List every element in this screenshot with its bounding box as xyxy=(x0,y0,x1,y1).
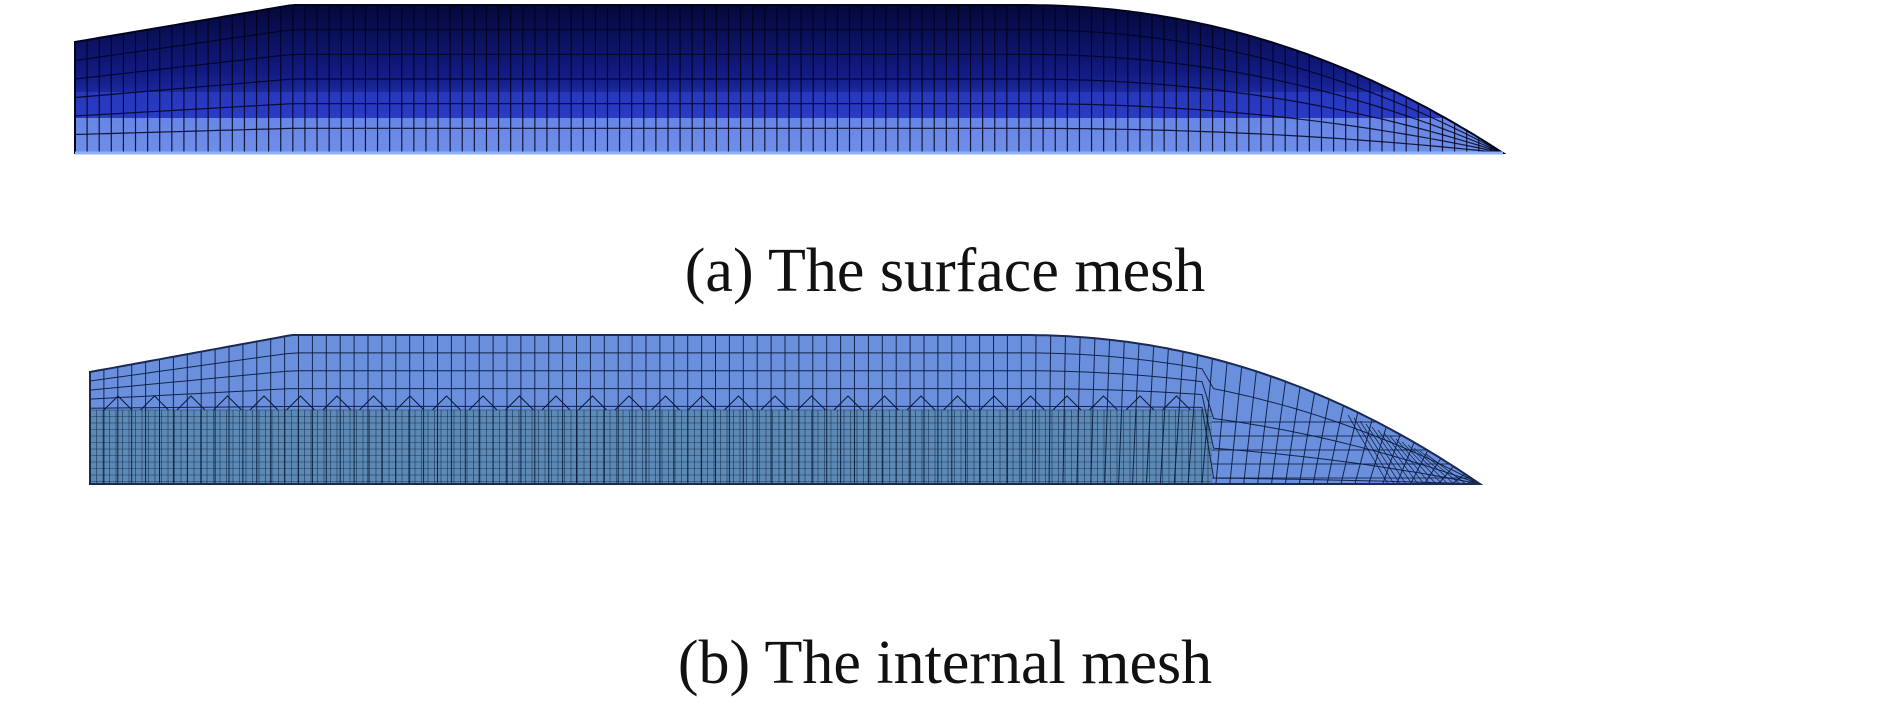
surface-mesh-row-line xyxy=(75,127,1503,153)
internal-mesh-panel xyxy=(89,334,1484,485)
internal-mesh-grid xyxy=(90,335,1480,484)
surface-mesh-row-line xyxy=(75,29,1503,153)
surface-mesh-panel xyxy=(74,4,1507,155)
internal-mesh-column-line xyxy=(1173,347,1184,484)
internal-mesh-transition-element xyxy=(213,395,242,411)
internal-mesh-tip-refinement-line xyxy=(1413,447,1455,484)
internal-mesh-transition-element xyxy=(176,395,206,411)
internal-mesh-transition-element xyxy=(833,395,863,411)
surface-mesh-row-line xyxy=(75,78,1503,153)
internal-mesh-transition-element xyxy=(614,395,644,411)
internal-mesh-tip-refinement-line xyxy=(1401,441,1443,484)
internal-mesh-row-line xyxy=(90,388,1480,484)
internal-mesh-column-line xyxy=(1145,342,1155,484)
internal-mesh-tip-refinement-line xyxy=(1407,444,1449,484)
internal-mesh-transition-element xyxy=(943,395,972,411)
internal-mesh-column-line xyxy=(1326,396,1346,484)
internal-mesh-transition-element xyxy=(468,395,498,411)
internal-mesh-tip-refinement-line xyxy=(1347,414,1389,484)
internal-mesh-row-line xyxy=(90,352,1480,484)
internal-mesh-transition-element xyxy=(906,395,936,411)
internal-mesh-outline xyxy=(89,334,1484,485)
internal-mesh-row-line xyxy=(90,370,1480,484)
internal-mesh-tip-refinement-line xyxy=(1371,426,1413,484)
internal-mesh-transition-element xyxy=(651,395,680,411)
internal-mesh-column-line xyxy=(1048,335,1052,484)
internal-mesh-column-line xyxy=(1159,345,1170,484)
surface-mesh-row-line xyxy=(75,53,1503,153)
internal-mesh-column-line xyxy=(1090,335,1096,484)
internal-mesh-transition-element xyxy=(541,395,571,411)
internal-mesh-transition-element xyxy=(1125,395,1155,411)
internal-mesh-column-line xyxy=(1034,335,1037,484)
internal-mesh-transition-element xyxy=(760,395,790,411)
internal-mesh-tip-refinement-line xyxy=(1365,423,1407,484)
internal-mesh-tip-refinement-line xyxy=(1359,420,1401,484)
internal-mesh-transition-element xyxy=(578,395,607,411)
internal-mesh-column-line xyxy=(1187,350,1199,484)
internal-mesh-fine-region xyxy=(90,410,1212,484)
internal-mesh-transition-element xyxy=(870,395,899,411)
internal-mesh-transition-element xyxy=(1089,395,1118,411)
surface-mesh-outline xyxy=(74,4,1507,154)
internal-mesh-transition-element xyxy=(797,395,826,411)
internal-mesh-transition-element xyxy=(322,395,352,411)
internal-mesh-column-line xyxy=(1132,340,1140,484)
internal-mesh-tip-refinement-line xyxy=(1395,438,1437,484)
internal-mesh-transition-element xyxy=(249,395,279,411)
internal-mesh-transition-element xyxy=(359,395,388,411)
caption-surface-mesh: (a) The surface mesh xyxy=(684,237,1206,305)
internal-mesh-transition-element xyxy=(286,395,315,411)
internal-mesh-tip-refinement-line xyxy=(1377,429,1419,484)
internal-mesh-tip-refinement-line xyxy=(1383,432,1425,484)
internal-mesh-column-line xyxy=(1076,335,1081,484)
internal-mesh-transition-element xyxy=(505,395,534,411)
internal-mesh-column-line xyxy=(1340,402,1361,484)
internal-mesh-transition-element xyxy=(1052,395,1082,411)
internal-mesh-column-line xyxy=(1312,390,1332,484)
internal-mesh-column-line xyxy=(1215,357,1229,484)
internal-mesh-tip-refinement-line xyxy=(1353,417,1395,484)
internal-mesh-column-line xyxy=(1118,338,1125,484)
surface-mesh-row-line xyxy=(75,103,1503,153)
internal-mesh-column-line xyxy=(1104,337,1111,484)
internal-mesh-transition-element xyxy=(1162,395,1191,411)
internal-mesh-column-line xyxy=(1062,335,1066,484)
caption-internal-mesh: (b) The internal mesh xyxy=(677,629,1213,697)
internal-mesh-tip-refinement-line xyxy=(1425,453,1467,484)
internal-mesh-tip-refinement-line xyxy=(1419,450,1461,484)
internal-mesh-column-line xyxy=(1479,481,1480,484)
internal-mesh-tip-refinement-line xyxy=(1389,435,1431,484)
